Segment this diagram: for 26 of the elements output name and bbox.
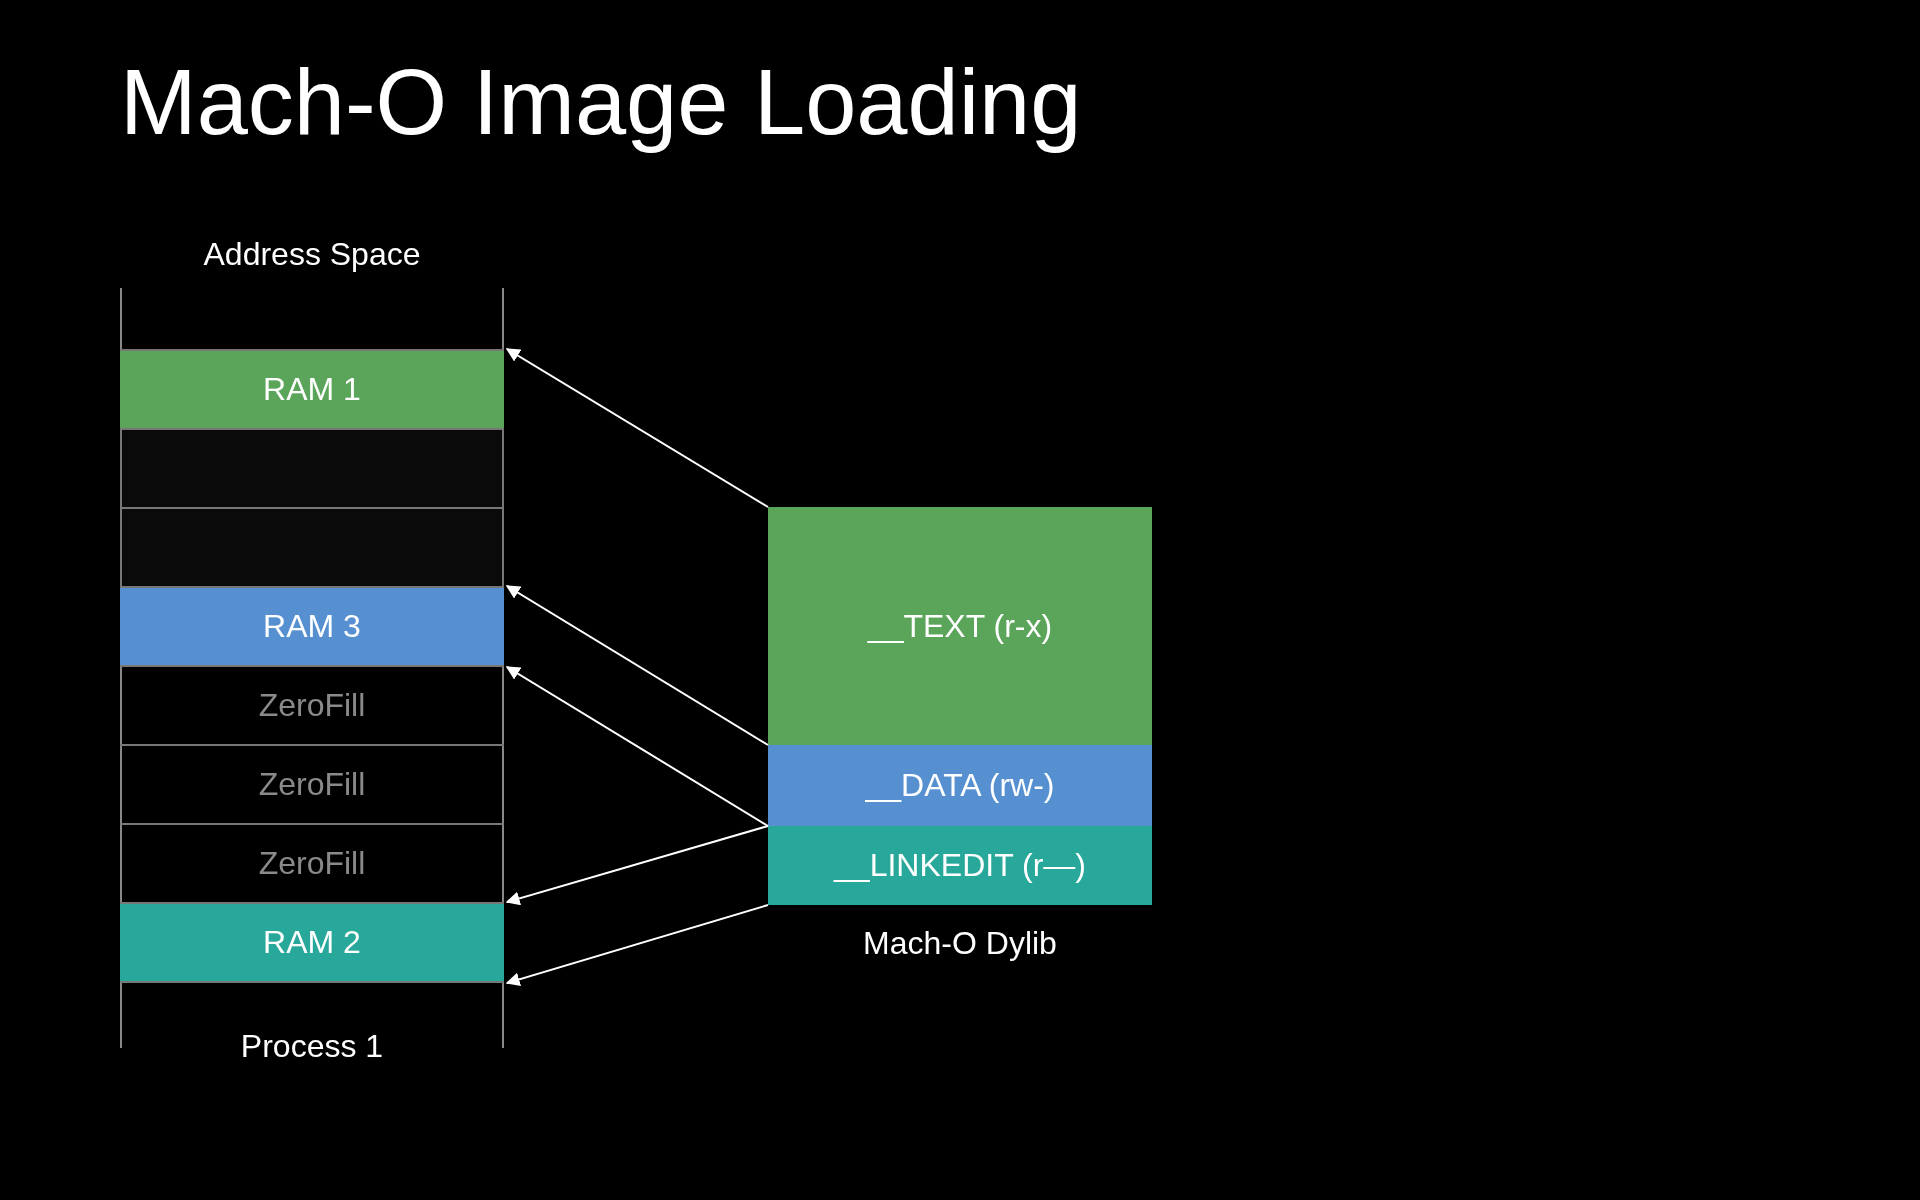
column-caption: Process 1 (239, 1028, 385, 1065)
segment-label: __DATA (rw-) (865, 767, 1055, 804)
segment-block (768, 745, 1152, 826)
memory-region (120, 349, 504, 430)
arrow (505, 348, 769, 508)
region-label: ZeroFill (258, 766, 366, 803)
arrow (505, 904, 769, 987)
memory-region (120, 586, 504, 667)
memory-region (120, 902, 504, 983)
block-caption: Mach-O Dylib (862, 925, 1058, 962)
region-label: RAM 2 (263, 924, 361, 961)
segment-block (768, 826, 1152, 905)
column-heading: Address Space (202, 236, 422, 273)
region-label: RAM 1 (263, 371, 361, 408)
region-label: ZeroFill (258, 845, 366, 882)
arrow (505, 825, 769, 906)
empty-memory-row (120, 428, 504, 509)
segment-label: __TEXT (r-x) (867, 607, 1053, 645)
region-label: ZeroFill (258, 687, 366, 724)
empty-memory-row (120, 507, 504, 588)
segment-label: __LINKEDIT (r—) (834, 847, 1086, 884)
segment-block (768, 507, 1152, 745)
region-label: RAM 3 (263, 608, 361, 645)
slide-title: Mach-O Image Loading (120, 50, 1082, 155)
arrow (505, 666, 769, 827)
arrow (505, 585, 769, 746)
